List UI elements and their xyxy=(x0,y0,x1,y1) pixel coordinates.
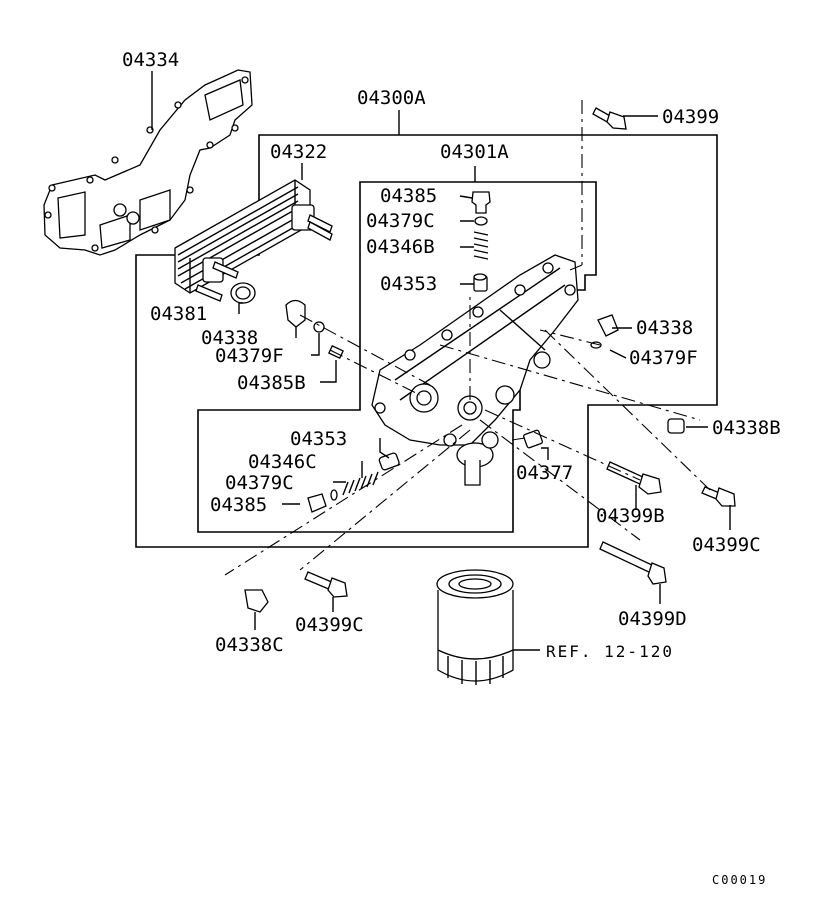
pin-04385B xyxy=(328,344,344,360)
label-04399B: 04399B xyxy=(596,505,665,527)
label-04379C-top: 04379C xyxy=(366,210,435,232)
nut-04377 xyxy=(523,429,543,449)
valve-stack-low xyxy=(307,452,400,513)
label-04385-low: 04385 xyxy=(210,494,267,516)
gasket-04334 xyxy=(43,69,253,256)
label-04385-top: 04385 xyxy=(380,185,437,207)
bolt-04399B xyxy=(606,461,662,495)
label-04399C-right: 04399C xyxy=(692,534,761,556)
label-04353-top: 04353 xyxy=(380,273,437,295)
diagram-code: C00019 xyxy=(712,873,767,887)
leader-lines xyxy=(151,71,731,651)
bolt-04399 xyxy=(592,107,627,130)
label-04338-right: 04338 xyxy=(636,317,693,339)
label-04334: 04334 xyxy=(122,49,179,71)
plug-04338B xyxy=(667,418,685,434)
filter-bracket-04301A xyxy=(371,254,579,486)
plug-04338-right xyxy=(597,314,619,337)
label-04338C: 04338C xyxy=(215,634,284,656)
bolt-04399C-right xyxy=(701,486,736,507)
bolt-04399D xyxy=(599,541,667,585)
label-04322: 04322 xyxy=(270,141,327,163)
label-04379F-left: 04379F xyxy=(215,345,284,367)
plug-04338C xyxy=(244,589,269,613)
label-04301A: 04301A xyxy=(440,141,509,163)
label-04353-low: 04353 xyxy=(290,428,347,450)
ref-label: REF. 12-120 xyxy=(546,642,674,661)
label-04379F-right: 04379F xyxy=(629,347,698,369)
oring-04379F-left xyxy=(313,321,325,333)
label-04399: 04399 xyxy=(662,106,719,128)
oil-filter xyxy=(436,569,514,685)
label-04300A: 04300A xyxy=(357,87,426,109)
valve-stack-top xyxy=(471,191,491,292)
oil-cooler-04322 xyxy=(174,179,333,304)
bolt-04399C-low xyxy=(304,571,348,598)
label-04377: 04377 xyxy=(516,462,573,484)
label-04338B: 04338B xyxy=(712,417,781,439)
label-04346C: 04346C xyxy=(248,451,317,473)
label-04399C-low: 04399C xyxy=(295,614,364,636)
label-04381: 04381 xyxy=(150,303,207,325)
assembly-box-04301A xyxy=(197,181,597,533)
assembly-line xyxy=(224,100,711,576)
label-04385B: 04385B xyxy=(237,372,306,394)
label-04346B: 04346B xyxy=(366,236,435,258)
label-04338-left: 04338 xyxy=(201,327,258,349)
plug-04338-left xyxy=(285,299,306,328)
label-04399D: 04399D xyxy=(618,608,687,630)
label-04379C-low: 04379C xyxy=(225,472,294,494)
